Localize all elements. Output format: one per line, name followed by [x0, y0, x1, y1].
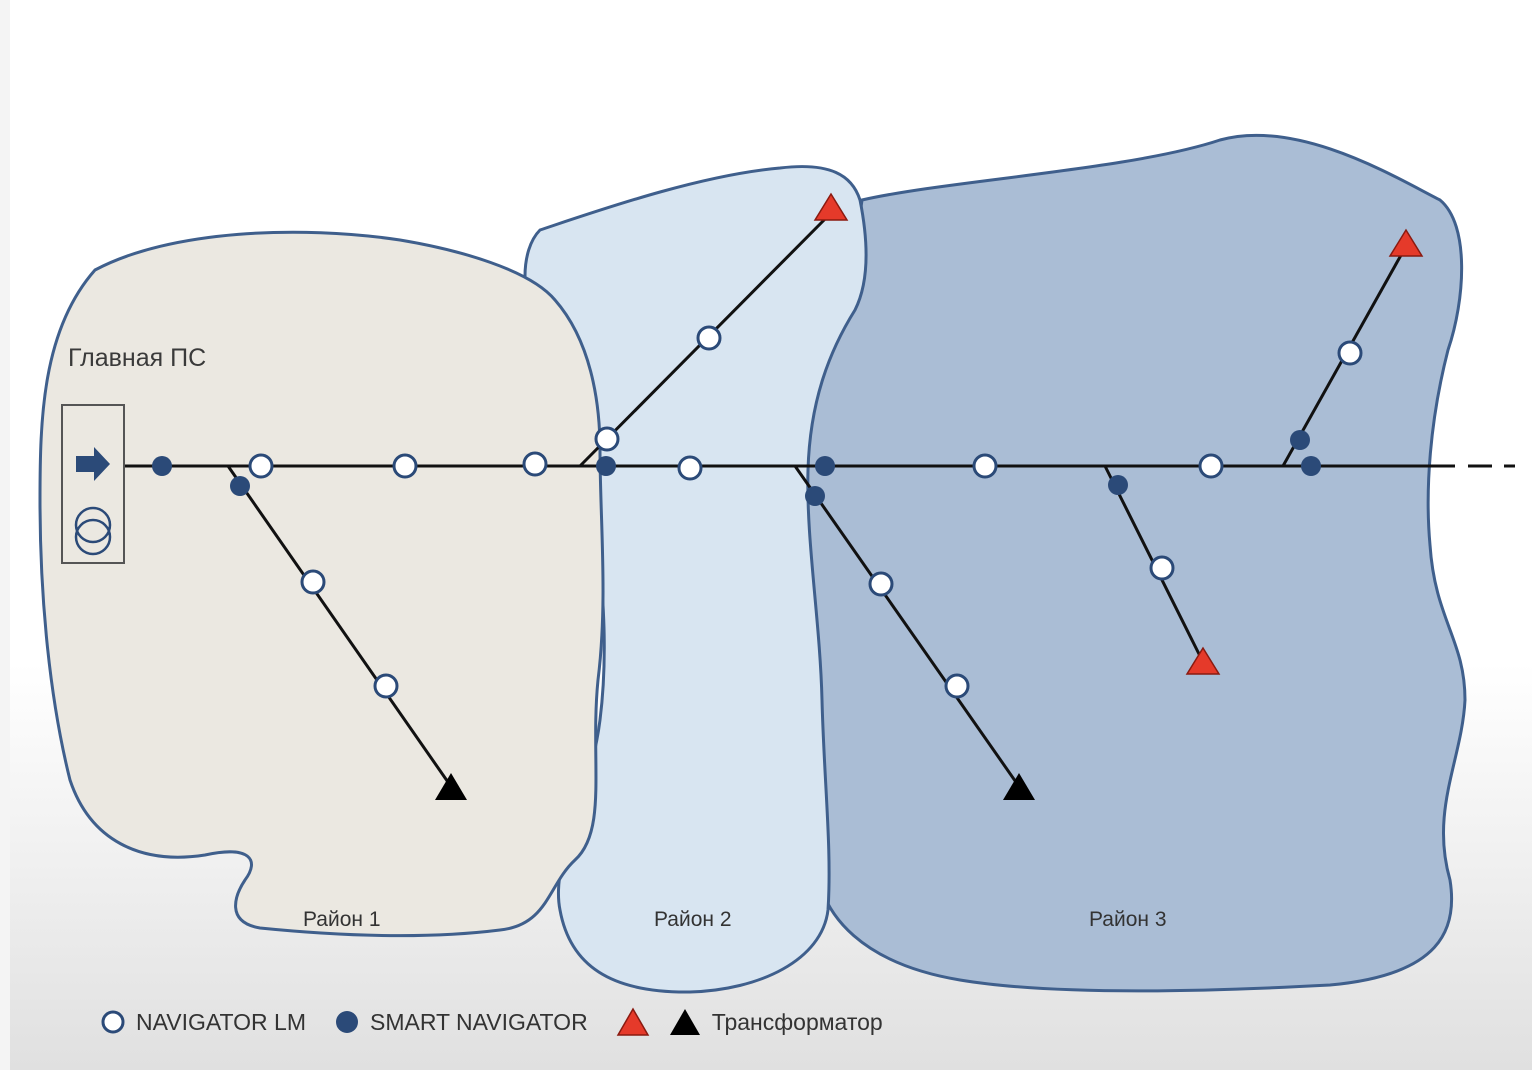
navigator-lm-node	[1149, 555, 1175, 581]
transformer-red-triangle-icon	[1388, 228, 1424, 257]
branch-line-district-3-down-left	[793, 465, 1020, 786]
feed-arrow-icon	[76, 447, 110, 481]
smart-navigator-node	[1108, 475, 1128, 495]
transformer-winding-icon-2	[74, 518, 112, 556]
navigator-lm-node	[248, 453, 274, 479]
navigator-lm-node	[300, 569, 326, 595]
navigator-lm-node	[944, 673, 970, 699]
navigator-lm-node	[972, 453, 998, 479]
smart-navigator-node	[230, 476, 250, 496]
navigator-lm-node	[696, 325, 722, 351]
legend-navigator-lm-label: NAVIGATOR LM	[136, 1008, 306, 1035]
legend-transformer-label: Трансформатор	[711, 1008, 883, 1035]
navigator-lm-node	[392, 453, 418, 479]
navigator-lm-node	[373, 673, 399, 699]
smart-navigator-node	[815, 456, 835, 476]
main-substation	[61, 404, 125, 564]
smart-navigator-node	[152, 456, 172, 476]
district-3-label: Район 3	[1089, 908, 1167, 931]
smart-navigator-node	[1290, 430, 1310, 450]
legend-filled-circle-icon	[335, 1011, 358, 1033]
navigator-lm-node	[1198, 453, 1224, 479]
legend-open-circle-icon	[101, 1010, 125, 1034]
district-1-label: Район 1	[303, 908, 381, 931]
substation-box	[61, 404, 125, 564]
navigator-lm-node	[1337, 340, 1363, 366]
legend-smart-navigator-label: SMART NAVIGATOR	[369, 1008, 588, 1035]
district-2-label: Район 2	[654, 908, 732, 931]
legend-black-triangle-icon	[669, 1009, 700, 1035]
navigator-lm-node	[677, 455, 703, 481]
transformer-red-triangle-icon	[1185, 646, 1221, 675]
district-3-region	[801, 133, 1467, 993]
legend: NAVIGATOR LM SMART NAVIGATOR Трансформат…	[100, 1005, 911, 1039]
legend-red-triangle-icon	[616, 1007, 649, 1036]
transformer-black-triangle-icon	[435, 773, 467, 800]
transformer-black-triangle-icon	[1003, 773, 1035, 800]
transformer-winding-icon-1	[74, 506, 112, 544]
left-border	[0, 0, 10, 1070]
smart-navigator-node	[805, 486, 825, 506]
navigator-lm-node	[868, 571, 894, 597]
navigator-lm-node	[522, 451, 548, 477]
main-substation-label: Главная ПС	[68, 344, 207, 372]
transformer-red-triangle-icon	[813, 192, 849, 221]
smart-navigator-node	[596, 456, 616, 476]
navigator-lm-node	[594, 426, 620, 452]
branch-line-district-1	[226, 465, 452, 786]
smart-navigator-node	[1301, 456, 1321, 476]
